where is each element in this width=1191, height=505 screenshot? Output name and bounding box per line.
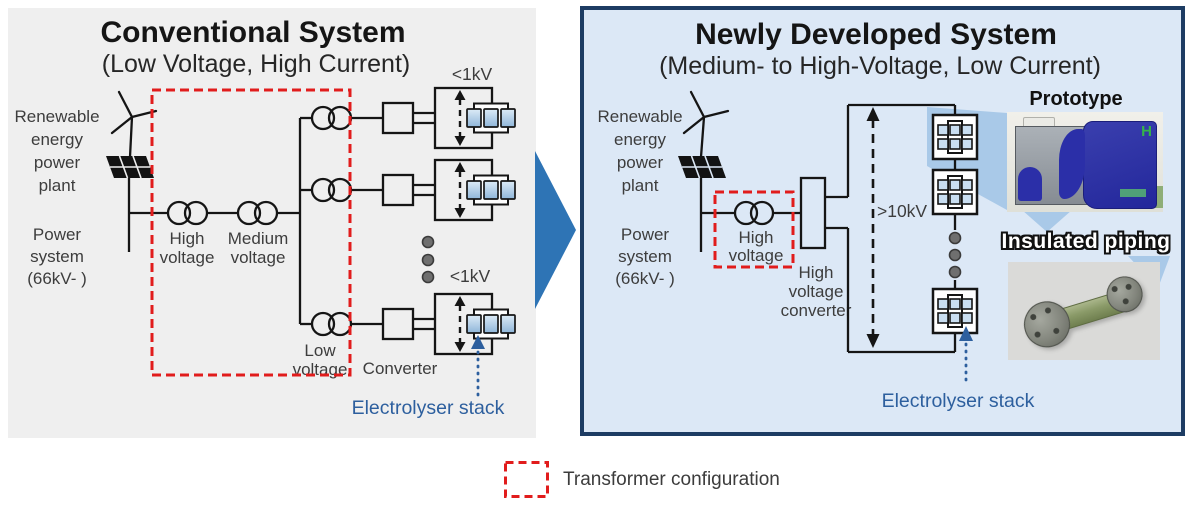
hv-converter-box (799, 176, 827, 250)
loop-wire-top (825, 103, 957, 199)
svg-text:voltage: voltage (729, 246, 784, 265)
svg-text:converter: converter (781, 301, 852, 320)
hv-converter-label: High voltage converter (781, 263, 852, 320)
left-electrolyser-stack-label: Electrolyser stack (352, 397, 505, 419)
left-power-system-label: Power system (66kV- ) (27, 225, 87, 288)
svg-text:Power: Power (33, 225, 82, 244)
hv-transformer-icon (733, 200, 775, 226)
piping-callout-wedge-top (1022, 210, 1072, 232)
solar-panel-icon (106, 155, 154, 179)
legend-label: Transformer configuration (563, 469, 780, 490)
transformer-high-label: High voltage (160, 229, 215, 267)
voltage-range-arrow (866, 107, 880, 348)
svg-text:voltage: voltage (231, 248, 286, 267)
right-title: Newly Developed System (695, 18, 1057, 51)
electrolyser-branch-middle (300, 158, 516, 222)
stack-module-icon (931, 287, 979, 335)
prototype-label: Prototype (1029, 88, 1122, 110)
container-signage-shape (1120, 189, 1146, 197)
transformer-low-icon (310, 311, 353, 337)
converter-box (381, 101, 415, 135)
svg-text:Medium: Medium (228, 229, 288, 248)
electrolyser-stack-icon (466, 174, 516, 206)
left-voltage-label-bottom: <1kV (450, 266, 491, 286)
conventional-system-diagram: Conventional System (Low Voltage, High C… (14, 16, 516, 419)
electrolyser-branch-bottom (300, 292, 516, 356)
svg-text:Renewable: Renewable (14, 107, 99, 126)
svg-text:voltage: voltage (789, 282, 844, 301)
branch-ellipsis-dots (421, 235, 435, 284)
svg-text:Low: Low (304, 341, 336, 360)
svg-text:energy: energy (614, 130, 666, 149)
wind-turbine-icon (110, 90, 158, 159)
stack-pointer-arrowhead (959, 326, 973, 341)
legend: Transformer configuration (503, 460, 780, 500)
electrolyser-stack-icon (466, 308, 516, 340)
svg-text:plant: plant (622, 176, 659, 195)
transition-arrow-icon (535, 151, 576, 309)
converter-label: Converter (363, 359, 438, 378)
svg-text:High: High (799, 263, 834, 282)
svg-text:High: High (739, 228, 774, 247)
left-renewable-plant-label: Renewable energy power plant (14, 107, 99, 195)
svg-text:(66kV- ): (66kV- ) (615, 269, 675, 288)
voltage-range-label: >10kV (877, 201, 927, 221)
conventional-system-panel: Conventional System (Low Voltage, High C… (8, 8, 536, 438)
pipe-flange-icon (1018, 295, 1076, 354)
svg-text:plant: plant (39, 176, 76, 195)
prototype-photo: H (1007, 112, 1163, 212)
svg-text:Renewable: Renewable (597, 107, 682, 126)
transformer-medium-label: Medium voltage (228, 229, 288, 267)
loop-wire-bottom (825, 226, 957, 354)
pipe-illustration (1018, 271, 1149, 354)
svg-text:Power: Power (621, 225, 670, 244)
wind-turbine-icon (682, 90, 730, 159)
left-subtitle: (Low Voltage, High Current) (102, 50, 410, 78)
insulated-piping-label: Insulated piping (1001, 230, 1171, 253)
svg-text:power: power (617, 153, 664, 172)
developed-system-panel: Newly Developed System (Medium- to High-… (580, 6, 1185, 436)
svg-text:system: system (618, 247, 672, 266)
stack-chain-dots (948, 231, 962, 279)
svg-text:(66kV- ): (66kV- ) (27, 269, 87, 288)
transformer-high-icon (166, 200, 209, 226)
right-electrolyser-stack-label: Electrolyser stack (882, 390, 1035, 412)
right-power-system-label: Power system (66kV- ) (615, 225, 675, 288)
developed-system-diagram: Newly Developed System (Medium- to High-… (597, 18, 1170, 412)
hv-transformer-label: High voltage (729, 228, 784, 265)
transformer-legend-swatch (504, 461, 549, 498)
insulated-pipe-photo (1008, 262, 1160, 360)
transformer-highlight-box (150, 88, 352, 377)
right-subtitle: (Medium- to High-Voltage, Low Current) (659, 52, 1101, 80)
svg-text:power: power (34, 153, 81, 172)
converter-box (381, 173, 415, 207)
left-title: Conventional System (100, 16, 405, 49)
stack-module-icon (931, 113, 979, 161)
right-renewable-plant-label: Renewable energy power plant (597, 107, 682, 195)
electrolyser-branch-top (300, 86, 516, 150)
transformer-medium-icon (236, 200, 279, 226)
svg-text:energy: energy (31, 130, 83, 149)
converter-box (381, 307, 415, 341)
transformer-low-icon (310, 177, 353, 203)
svg-text:system: system (30, 247, 84, 266)
stack-module-icon (931, 168, 979, 216)
solar-panel-icon (678, 155, 726, 179)
blue-blob-shape (1018, 167, 1042, 201)
stack-pointer-arrowhead (471, 335, 485, 349)
svg-text:High: High (170, 229, 205, 248)
transformer-low-label: Low voltage (293, 341, 348, 379)
transformer-highlight-box (713, 190, 795, 269)
transformer-low-icon (310, 105, 353, 131)
svg-text:voltage: voltage (160, 248, 215, 267)
electrolyser-stack-icon (466, 102, 516, 134)
hydrogen-logo: H (1141, 123, 1152, 140)
left-voltage-label-top: <1kV (452, 64, 493, 84)
